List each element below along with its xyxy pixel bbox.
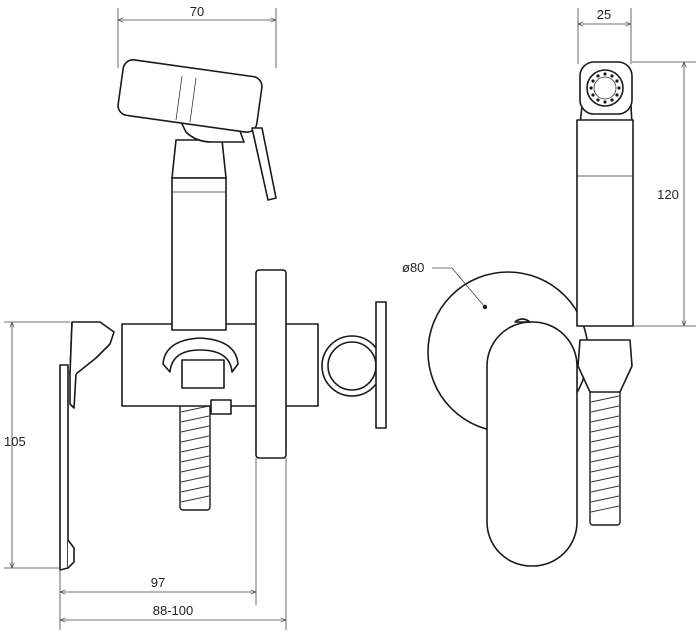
dim-25: 25 xyxy=(577,7,632,64)
spray-nozzles xyxy=(589,72,621,104)
hose-right xyxy=(589,384,621,526)
cartridge-side xyxy=(321,301,387,429)
wall-flange-side xyxy=(255,269,287,459)
front-view: ø80 25 120 xyxy=(402,7,696,567)
dim-120: 120 xyxy=(632,61,696,327)
dim-97-label: 97 xyxy=(151,575,165,590)
dim-105-label: 105 xyxy=(4,434,26,449)
lever-handle-front xyxy=(486,318,578,567)
dim-25-label: 25 xyxy=(597,7,611,22)
handset-front xyxy=(576,61,634,327)
handset-side xyxy=(117,59,277,331)
hose-holder xyxy=(162,337,239,415)
hose-holder-front xyxy=(577,339,633,393)
dim-88-100: 88-100 xyxy=(60,458,287,630)
dim-70-label: 70 xyxy=(190,4,204,19)
dim-120-label: 120 xyxy=(657,187,679,202)
dim-70: 70 xyxy=(117,4,277,68)
dim-80-label: ø80 xyxy=(402,260,424,275)
dim-105: 105 xyxy=(4,321,70,569)
lever-handle-side xyxy=(59,321,115,571)
dim-97: 97 xyxy=(59,458,257,630)
dim-diameter: ø80 xyxy=(402,260,485,307)
side-view: 70 105 97 88-100 xyxy=(4,4,387,630)
hose-left xyxy=(179,384,211,511)
dim-88-100-label: 88-100 xyxy=(153,603,193,618)
